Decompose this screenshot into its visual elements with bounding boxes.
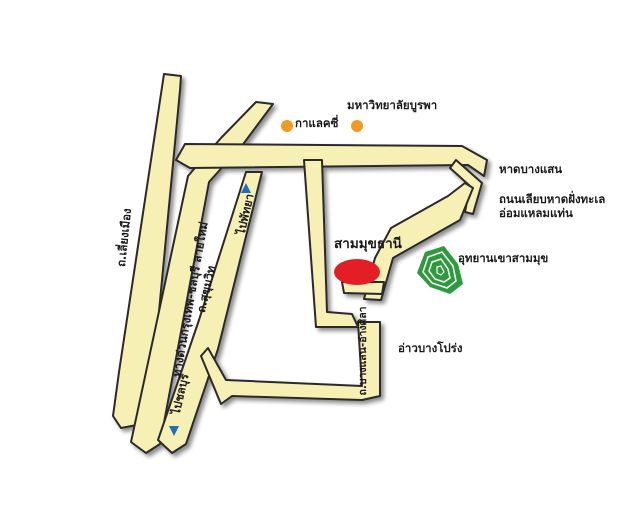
landmark-dot-icon — [281, 120, 293, 132]
arrow-down-icon — [169, 426, 179, 436]
place-label-park: อุทยานเขาสามมุข — [458, 251, 548, 266]
arrow-up-icon — [241, 183, 251, 193]
place-label-university: มหาวิทยาลัยบูรพา — [347, 98, 437, 113]
road-label-liang-mueang: ถ.เลี่ยงเมือง — [112, 207, 134, 267]
landmark-dot-icon — [351, 120, 363, 132]
road-coastal — [363, 182, 474, 301]
place-label-ao-bang-prong: อ่าวบางโปร่ง — [398, 340, 463, 355]
road-main-top — [175, 143, 488, 177]
place-label-coastal-road-2: อ่อมแหลมแท่น — [499, 206, 573, 220]
destination-marker-icon — [334, 259, 380, 285]
place-label-bang-saen-beach: หาดบางแสน — [499, 162, 562, 176]
place-label-caltex: กาแลคซี่ — [295, 114, 339, 130]
road-label-bang-saen-ang-sila: ถ.บางแสน-อ่างศิลา — [357, 306, 369, 395]
road-beach-branch — [449, 159, 483, 215]
place-label-destination: สามมุขธานี — [334, 236, 403, 252]
park-mountain-icon — [417, 246, 463, 294]
place-label-coastal-road-1: ถนนเลียบหาดฝั่งทะเล — [499, 190, 605, 206]
road-sukhumvit — [157, 171, 263, 454]
road-inner-loop — [303, 159, 359, 328]
road-bang-saen-ang-sila — [200, 321, 381, 405]
